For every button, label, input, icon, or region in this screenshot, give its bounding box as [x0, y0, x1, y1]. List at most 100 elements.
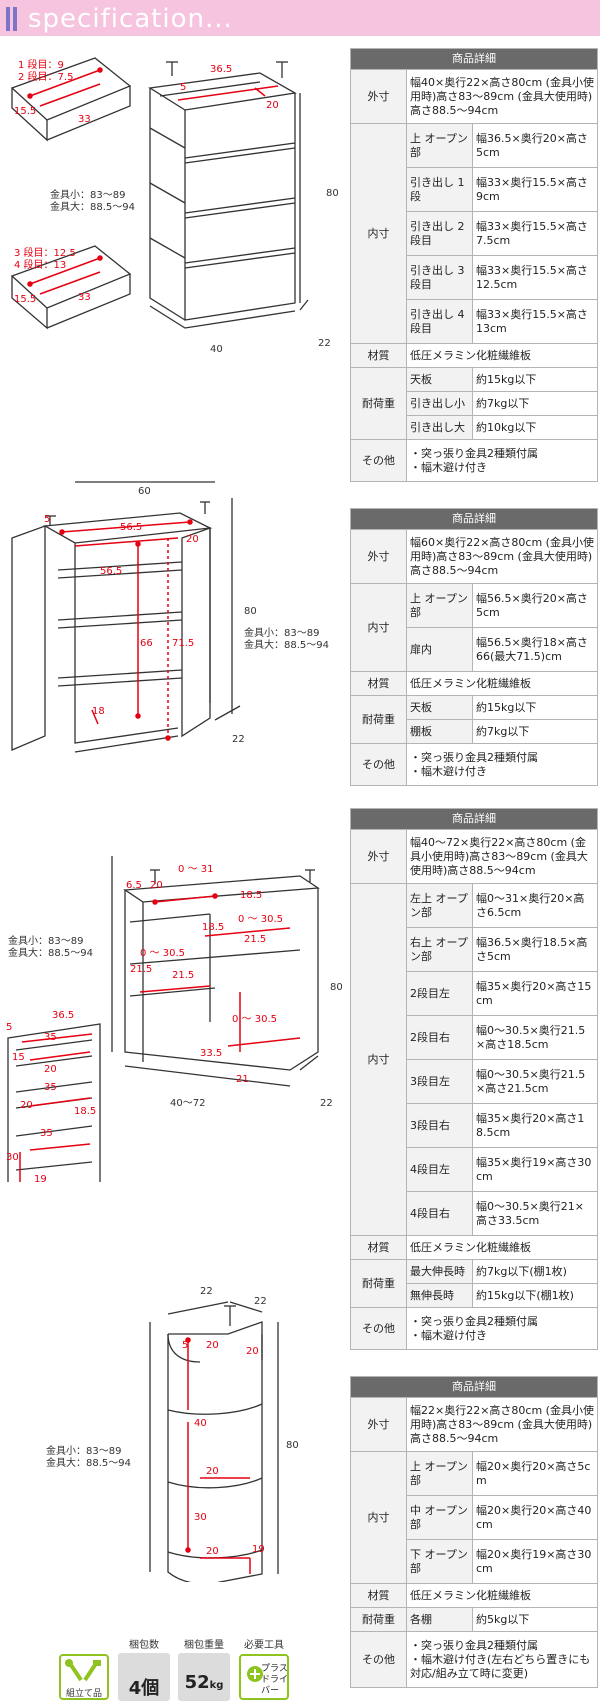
dim-label: 0 ～ 30.5 [140, 948, 185, 959]
row-value-other: ・突っ張り金具2種類付属 ・幅木避け付き [406, 1307, 598, 1350]
row-key-material: 材質 [350, 1235, 407, 1260]
dim-label: 30 [194, 1512, 207, 1523]
dim-label: 15.5 [14, 294, 37, 305]
row-key-material: 材質 [350, 671, 407, 696]
boxes-top-label: 梱包数 [129, 1640, 159, 1651]
sub-value: 幅56.5×奥行18×高さ66(最大71.5)cm [472, 627, 598, 672]
sub-key: 3段目右 [406, 1103, 473, 1148]
sub-key: 最大伸長時 [406, 1259, 473, 1284]
row-value-material: 低圧メラミン化粧繊維板 [406, 1235, 598, 1260]
row-value-material: 低圧メラミン化粧繊維板 [406, 343, 598, 368]
assembly-label: 組立て品 [65, 1689, 102, 1699]
sub-key: 4段目左 [406, 1147, 473, 1192]
table-header: 商品詳細 [350, 48, 598, 70]
dim-label: 18 [92, 706, 105, 717]
sub-key: 4段目右 [406, 1191, 473, 1236]
sub-value: 幅20×奥行20×高さ40cm [472, 1495, 598, 1540]
dim-label: 33 [78, 292, 91, 303]
dim-label: 30 [6, 1152, 19, 1163]
row-key-gaisun: 外寸 [350, 69, 407, 124]
row-key-naisun: 内寸 [350, 1451, 407, 1584]
sub-value: 幅33×奥行15.5×高さ9cm [472, 167, 598, 212]
sub-key: 引き出し 4段目 [406, 299, 473, 344]
sub-value: 約10kg以下 [472, 415, 598, 440]
other-line: ・突っ張り金具2種類付属 [410, 1638, 538, 1652]
sub-key: 引き出し 2段目 [406, 211, 473, 256]
dim-label: 5 [182, 1340, 189, 1351]
weight-top-label: 梱包重量 [184, 1640, 224, 1651]
assembly-top-label [56, 1638, 112, 1653]
tool-badge: 必要工具 プラス ドライバー [236, 1638, 292, 1702]
sub-key: 2段目右 [406, 1015, 473, 1060]
row-value-gaisun: 幅40×奥行22×高さ80cm (金具小使用時)高さ83～89cm (金具大使用… [406, 69, 598, 124]
sub-key: 上 オープン部 [406, 1451, 473, 1496]
other-line: ・幅木避け付き [410, 460, 487, 474]
dim-label: 21.5 [244, 934, 267, 945]
assembly-badge: 組立て品 [56, 1638, 112, 1702]
sub-key: 上 オープン部 [406, 583, 473, 628]
sub-key: 右上 オープン部 [406, 927, 473, 972]
sub-key: 棚板 [406, 719, 473, 744]
dim-label: 0 ～ 30.5 [238, 914, 283, 925]
figure-1-drawing [10, 57, 309, 330]
sub-value: 幅20×奥行19×高さ30cm [472, 1539, 598, 1584]
row-value-other: ・突っ張り金具2種類付属 ・幅木避け付き(左右どちら置きにも対応/組み立て時に変… [406, 1631, 598, 1688]
sub-key: 無伸長時 [406, 1283, 473, 1308]
dim-label: 33 [78, 114, 91, 125]
row-value-gaisun: 幅40～72×奥行22×高さ80cm (金具小使用時)高さ83～89cm (金具… [406, 829, 598, 884]
row-key-material: 材質 [350, 1583, 407, 1608]
weight-unit: kg [209, 1680, 224, 1691]
dim-label: 20 [206, 1340, 219, 1351]
sub-value: 幅20×奥行20×高さ5cm [472, 1451, 598, 1496]
dim-label: 35 [44, 1082, 57, 1093]
dim-label: 15 [12, 1052, 25, 1063]
figure-4-drawing [149, 1301, 279, 1582]
row-key-gaisun: 外寸 [350, 1397, 407, 1452]
other-line: ・突っ張り金具2種類付属 [410, 446, 538, 460]
dim-label: 22 [318, 338, 331, 349]
table-header: 商品詳細 [350, 808, 598, 830]
sub-value: 幅36.5×奥行18.5×高さ5cm [472, 927, 598, 972]
figure-2-drawing [11, 481, 241, 753]
dim-label: 0 ～ 31 [178, 864, 214, 875]
dim-label: 20 [246, 1346, 259, 1357]
dim-label: 20 [266, 100, 279, 111]
dim-label: 20 [186, 534, 199, 545]
kanagu-small-label: 金具小：83～89 [244, 628, 320, 639]
dim-label: 40 [210, 344, 223, 355]
kanagu-small-label: 金具小：83～89 [50, 190, 126, 201]
dim-label: 0 ～ 30.5 [232, 1014, 277, 1025]
other-line: ・幅木避け付き(左右どちら置きにも対応/組み立て時に変更) [410, 1652, 591, 1680]
figure-3-extendable-rack: 0 ～ 31 6.5 20 18.5 0 ～ 30.5 18.5 21.5 0 … [0, 852, 346, 1212]
sub-value: 約15kg以下 [472, 695, 598, 720]
row-key-load: 耐荷重 [350, 1607, 407, 1632]
sub-value: 幅56.5×奥行20×高さ5cm [472, 583, 598, 628]
dim-label: 4 段目：13 [14, 260, 67, 271]
kanagu-large-label: 金具大：88.5～94 [244, 640, 329, 651]
dim-label: 19 [252, 1544, 265, 1555]
dim-label: 22 [254, 1296, 267, 1307]
boxes-badge: 梱包数 4個 [116, 1638, 172, 1702]
row-key-material: 材質 [350, 343, 407, 368]
tools-icon [65, 1659, 101, 1682]
sub-value: 幅0～30.5×奥行21.5×高さ21.5cm [472, 1059, 598, 1104]
sub-key: 天板 [406, 695, 473, 720]
dim-label: 21.5 [172, 970, 195, 981]
row-key-load: 耐荷重 [350, 695, 407, 744]
sub-value: 幅35×奥行20×高さ15cm [472, 971, 598, 1016]
dim-label: 33.5 [200, 1048, 223, 1059]
dim-label: 80 [326, 188, 339, 199]
dim-label: 5 [44, 514, 51, 525]
dim-label: 5 [180, 82, 187, 93]
dim-label: 18.5 [240, 890, 263, 901]
row-key-gaisun: 外寸 [350, 829, 407, 884]
table-header: 商品詳細 [350, 1376, 598, 1398]
section-header: specification... [0, 0, 600, 36]
dim-label: 80 [244, 606, 257, 617]
sub-value: 幅36.5×奥行20×高さ5cm [472, 123, 598, 168]
header-bars-icon [6, 7, 20, 31]
dim-label: 40～72 [170, 1098, 206, 1109]
assembly-icon [59, 1654, 109, 1700]
sub-value: 幅33×奥行15.5×高さ12.5cm [472, 255, 598, 300]
dim-label: 18.5 [74, 1106, 97, 1117]
